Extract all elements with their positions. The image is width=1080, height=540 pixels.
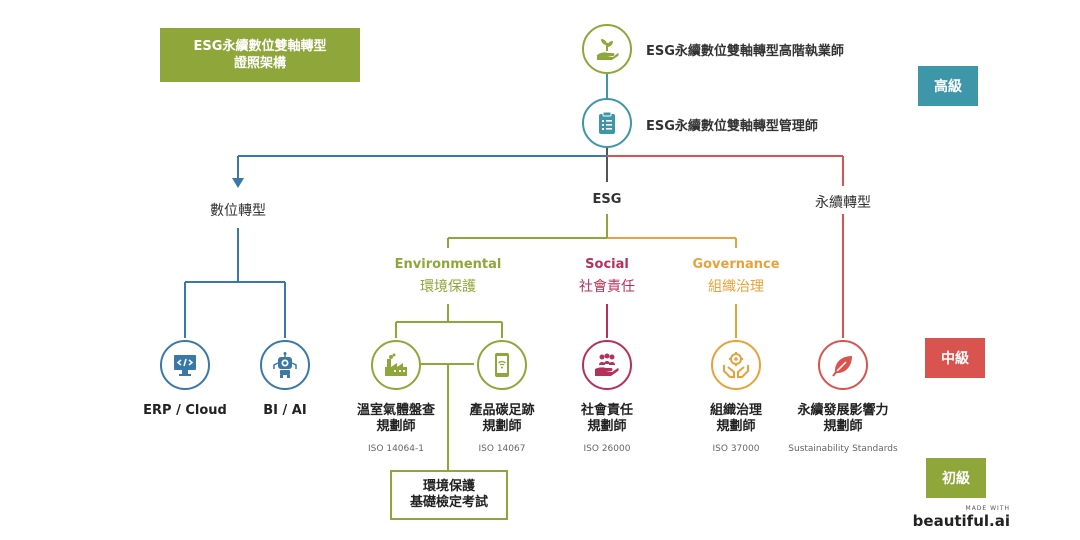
category-social-en: Social [585, 257, 629, 272]
category-social-zh: 社會責任 [579, 279, 635, 295]
manager-node [582, 98, 632, 148]
cfp-label: 產品碳足跡 規劃師 [452, 403, 552, 435]
branch-esg-label: ESG [592, 192, 622, 207]
level-middle-badge: 中級 [925, 338, 985, 378]
category-governance: Governance 組織治理 [686, 257, 786, 296]
soc-standard: ISO 26000 [583, 444, 631, 454]
robot-icon [273, 352, 297, 378]
gov-label-line2: 規劃師 [716, 419, 756, 434]
hands-gear-icon [723, 352, 749, 378]
gov-standard: ISO 37000 [712, 444, 760, 454]
brand-made-with: MADE WITH [965, 505, 1010, 512]
ghg-node [371, 340, 421, 390]
hand-sprout-icon [597, 39, 619, 60]
bi-node [260, 340, 310, 390]
category-governance-en: Governance [692, 257, 780, 272]
level-senior-badge: 高級 [918, 66, 978, 106]
ghg-label: 溫室氣體盤查 規劃師 [341, 403, 451, 435]
brand-name: beautiful.ai [912, 512, 1010, 530]
soc-label-line2: 規劃師 [587, 419, 627, 434]
soc-label-line1: 社會責任 [580, 403, 633, 418]
erp-node [160, 340, 210, 390]
exam-line1: 環境保護 [422, 479, 475, 494]
soc-node [582, 340, 632, 390]
leaf-icon [832, 356, 852, 377]
factory-icon [385, 353, 407, 376]
cfp-label-line1: 產品碳足跡 [469, 403, 535, 418]
sus-label-line1: 永續發展影響力 [797, 403, 889, 418]
level-junior-badge: 初級 [926, 458, 986, 498]
monitor-code-icon [174, 355, 196, 376]
title-line1: ESG永續數位雙軸轉型 [193, 39, 327, 54]
sus-label-line2: 規劃師 [823, 419, 863, 434]
category-environmental-en: Environmental [394, 257, 502, 272]
soc-label: 社會責任 規劃師 [562, 403, 652, 435]
sus-standard: Sustainability Standards [788, 444, 898, 454]
hand-people-icon [595, 353, 619, 376]
title-line2: 證照架構 [233, 56, 286, 71]
exam-line2: 基礎檢定考試 [409, 495, 488, 510]
gov-label: 組織治理 規劃師 [691, 403, 781, 435]
cfp-standard: ISO 14067 [478, 444, 526, 454]
clipboard-icon [599, 111, 615, 134]
brand-watermark: MADE WITH beautiful.ai [913, 505, 1010, 530]
category-social: Social 社會責任 [567, 257, 647, 296]
category-governance-zh: 組織治理 [708, 279, 764, 295]
executive-node [582, 24, 632, 74]
gov-label-line1: 組織治理 [709, 403, 762, 418]
manager-label: ESG永續數位雙軸轉型管理師 [646, 119, 818, 134]
environmental-exam-box: 環境保護 基礎檢定考試 [390, 470, 508, 520]
ghg-label-line1: 溫室氣體盤查 [356, 403, 435, 418]
branch-digital-label: 數位轉型 [210, 203, 266, 219]
gov-node [711, 340, 761, 390]
executive-label: ESG永續數位雙軸轉型高階執業師 [646, 44, 844, 59]
erp-label: ERP / Cloud [143, 403, 227, 418]
category-environmental: Environmental 環境保護 [388, 257, 508, 296]
ghg-standard: ISO 14064-1 [368, 444, 424, 454]
title-box: ESG永續數位雙軸轉型 證照架構 [160, 28, 360, 82]
category-environmental-zh: 環境保護 [420, 279, 476, 295]
ghg-label-line2: 規劃師 [376, 419, 416, 434]
cfp-node [477, 340, 527, 390]
bi-label: BI / AI [263, 403, 307, 418]
sus-label: 永續發展影響力 規劃師 [778, 403, 908, 435]
sus-node [818, 340, 868, 390]
cfp-label-line2: 規劃師 [482, 419, 522, 434]
branch-sustainability-label: 永續轉型 [815, 195, 871, 211]
smartphone-wifi-icon [495, 353, 509, 377]
